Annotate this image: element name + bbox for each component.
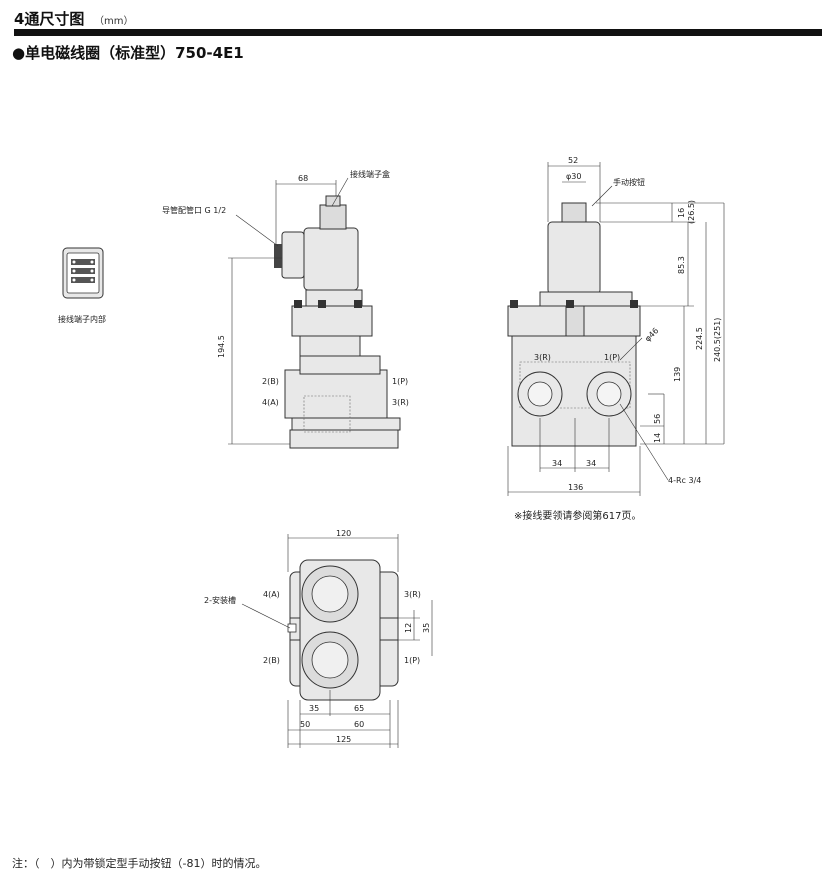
dim-85-3: 85.3: [677, 256, 686, 274]
port-3r: 3(R): [392, 398, 409, 407]
footnote: 注：（ ）内为带锁定型手动按钮（-81）时的情况。: [12, 857, 267, 870]
dim-194-5: 194.5: [217, 335, 226, 358]
dim-56: 56: [653, 414, 662, 424]
model-subtitle: ●单电磁线圈（标准型）750-4E1: [12, 44, 244, 62]
port-4a: 4(A): [262, 398, 279, 407]
dim-65: 65: [354, 704, 364, 713]
dim-68: 68: [298, 174, 308, 183]
callout-mount-slot: 2-安装槽: [204, 595, 236, 605]
dim-phi30: φ30: [566, 172, 581, 181]
terminal-inset-label: 接线端子内部: [58, 314, 106, 324]
dim-240-5: 240.5(251): [713, 318, 722, 362]
callout-rc: 4-Rc 3/4: [668, 476, 701, 485]
dim-125: 125: [336, 735, 351, 744]
dim-34-right: 34: [586, 459, 596, 468]
dim-52: 52: [568, 156, 578, 165]
dim-60: 60: [354, 720, 364, 729]
dim-136: 136: [568, 483, 583, 492]
callout-manual-button: 手动按钮: [613, 177, 645, 187]
port-1p: 1(P): [392, 377, 408, 386]
dim-120: 120: [336, 529, 351, 538]
header-rule: [14, 29, 822, 36]
dim-50: 50: [300, 720, 310, 729]
port-1p-front: 1(P): [604, 353, 620, 362]
dim-phi46: φ46: [643, 326, 660, 343]
port-3r-front: 3(R): [534, 353, 551, 362]
port-4a-top: 4(A): [263, 590, 280, 599]
dim-14: 14: [653, 433, 662, 443]
section-header: 4通尺寸图 （mm）: [14, 6, 822, 36]
front-view: 52 φ30 手动按钮 16 (26.5) 85.3 224.5 240.5(2…: [507, 156, 725, 496]
callout-pipe: 导管配管口 G 1/2: [162, 205, 226, 215]
port-2b: 2(B): [262, 377, 279, 386]
dim-139: 139: [673, 367, 682, 382]
unit-label: （mm）: [94, 16, 134, 27]
side-view: 68 194.5 导管配管口 G 1/2 接线端子盒 2(B) 4(A) 1(P…: [162, 169, 409, 449]
dim-26-5: (26.5): [687, 200, 696, 224]
terminal-inset: 接线端子内部: [58, 247, 106, 324]
dim-12: 12: [404, 623, 413, 633]
section-title: 4通尺寸图: [14, 10, 85, 28]
callout-terminal-box: 接线端子盒: [350, 169, 390, 179]
port-1p-top: 1(P): [404, 656, 420, 665]
port-3r-top: 3(R): [404, 590, 421, 599]
dim-16: 16: [677, 208, 686, 218]
top-view: 120 4(A) 3(R) 2(B) 1(P) 2-安装槽 12 35 35 6…: [204, 529, 433, 748]
dim-224-5: 224.5: [695, 327, 704, 350]
port-2b-top: 2(B): [263, 656, 280, 665]
dim-34-left: 34: [552, 459, 562, 468]
dim-35: 35: [309, 704, 319, 713]
dim-35-vertical: 35: [422, 623, 431, 633]
wiring-note: ※接线要领请参阅第617页。: [514, 511, 642, 522]
